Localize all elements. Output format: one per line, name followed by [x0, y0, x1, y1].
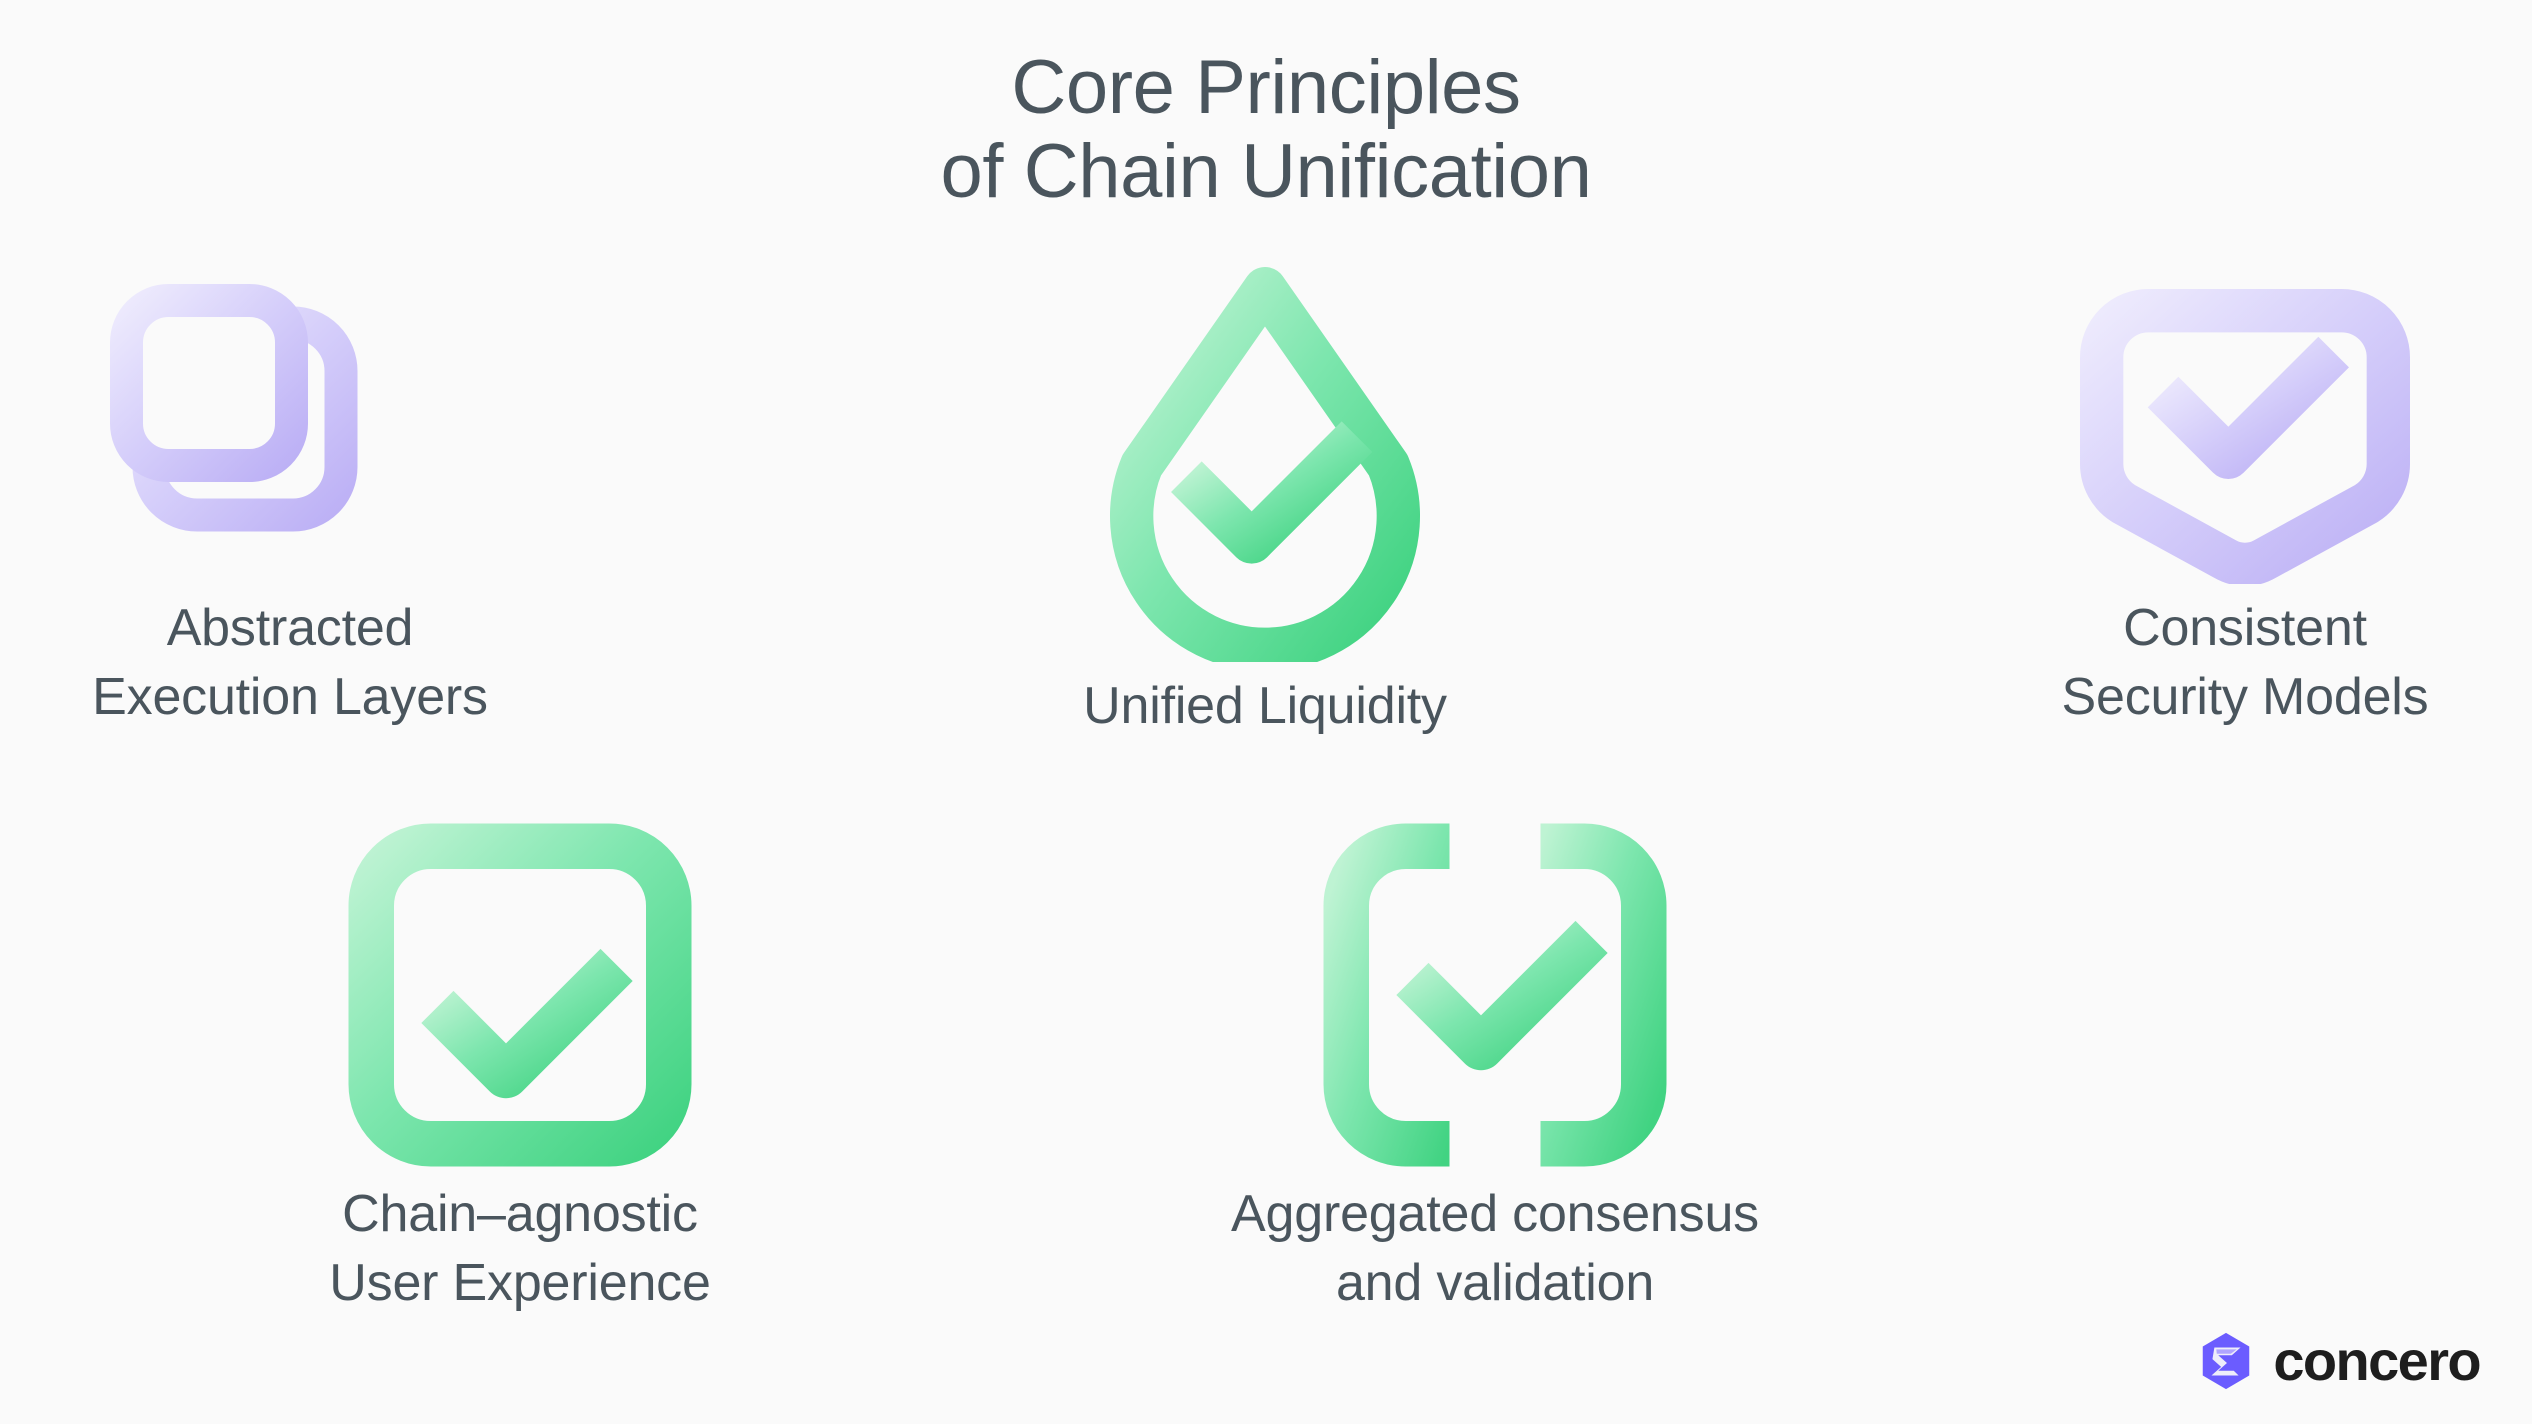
label-line-2: User Experience — [329, 1254, 711, 1312]
principle-label: Consistent Security Models — [2062, 594, 2429, 732]
shield-check-icon — [2075, 284, 2415, 586]
overlapping-squares-icon — [110, 284, 470, 584]
page-title: Core Principles of Chain Unification — [0, 46, 2532, 214]
label-line-2: and validation — [1335, 1254, 1655, 1312]
label-line-1: Chain–agnostic — [342, 1185, 698, 1243]
principle-label: Abstracted Execution Layers — [92, 594, 488, 732]
brackets-check-icon — [1320, 820, 1670, 1170]
label-line-1: Abstracted — [166, 599, 414, 657]
principle-label: Chain–agnostic User Experience — [329, 1180, 711, 1318]
label-line-1: Unified Liquidity — [1083, 677, 1447, 735]
principle-aggregated-consensus-and-validation: Aggregated consensus and validation — [1155, 820, 1835, 1318]
principle-chain-agnostic-user-experience: Chain–agnostic User Experience — [230, 820, 810, 1318]
brand-name: concero — [2273, 1329, 2481, 1392]
concero-hexagon-logo-icon — [2195, 1330, 2257, 1392]
title-line-2: of Chain Unification — [940, 129, 1592, 214]
label-line-2: Execution Layers — [92, 668, 488, 726]
browser-window-check-icon — [345, 820, 695, 1170]
label-line-1: Consistent — [2123, 599, 2367, 657]
brand-logo: concero — [2195, 1329, 2482, 1392]
label-line-2: Security Models — [2061, 668, 2429, 726]
label-line-1: Aggregated consensus — [1231, 1185, 1759, 1243]
principle-unified-liquidity: Unified Liquidity — [975, 262, 1555, 741]
title-line-1: Core Principles — [1011, 45, 1521, 130]
principle-consistent-security-models: Consistent Security Models — [1955, 284, 2532, 732]
droplet-check-icon — [1095, 262, 1435, 671]
principle-label: Unified Liquidity — [1083, 672, 1447, 741]
principle-abstracted-execution-layers: Abstracted Execution Layers — [0, 284, 580, 732]
principle-label: Aggregated consensus and validation — [1231, 1180, 1759, 1318]
